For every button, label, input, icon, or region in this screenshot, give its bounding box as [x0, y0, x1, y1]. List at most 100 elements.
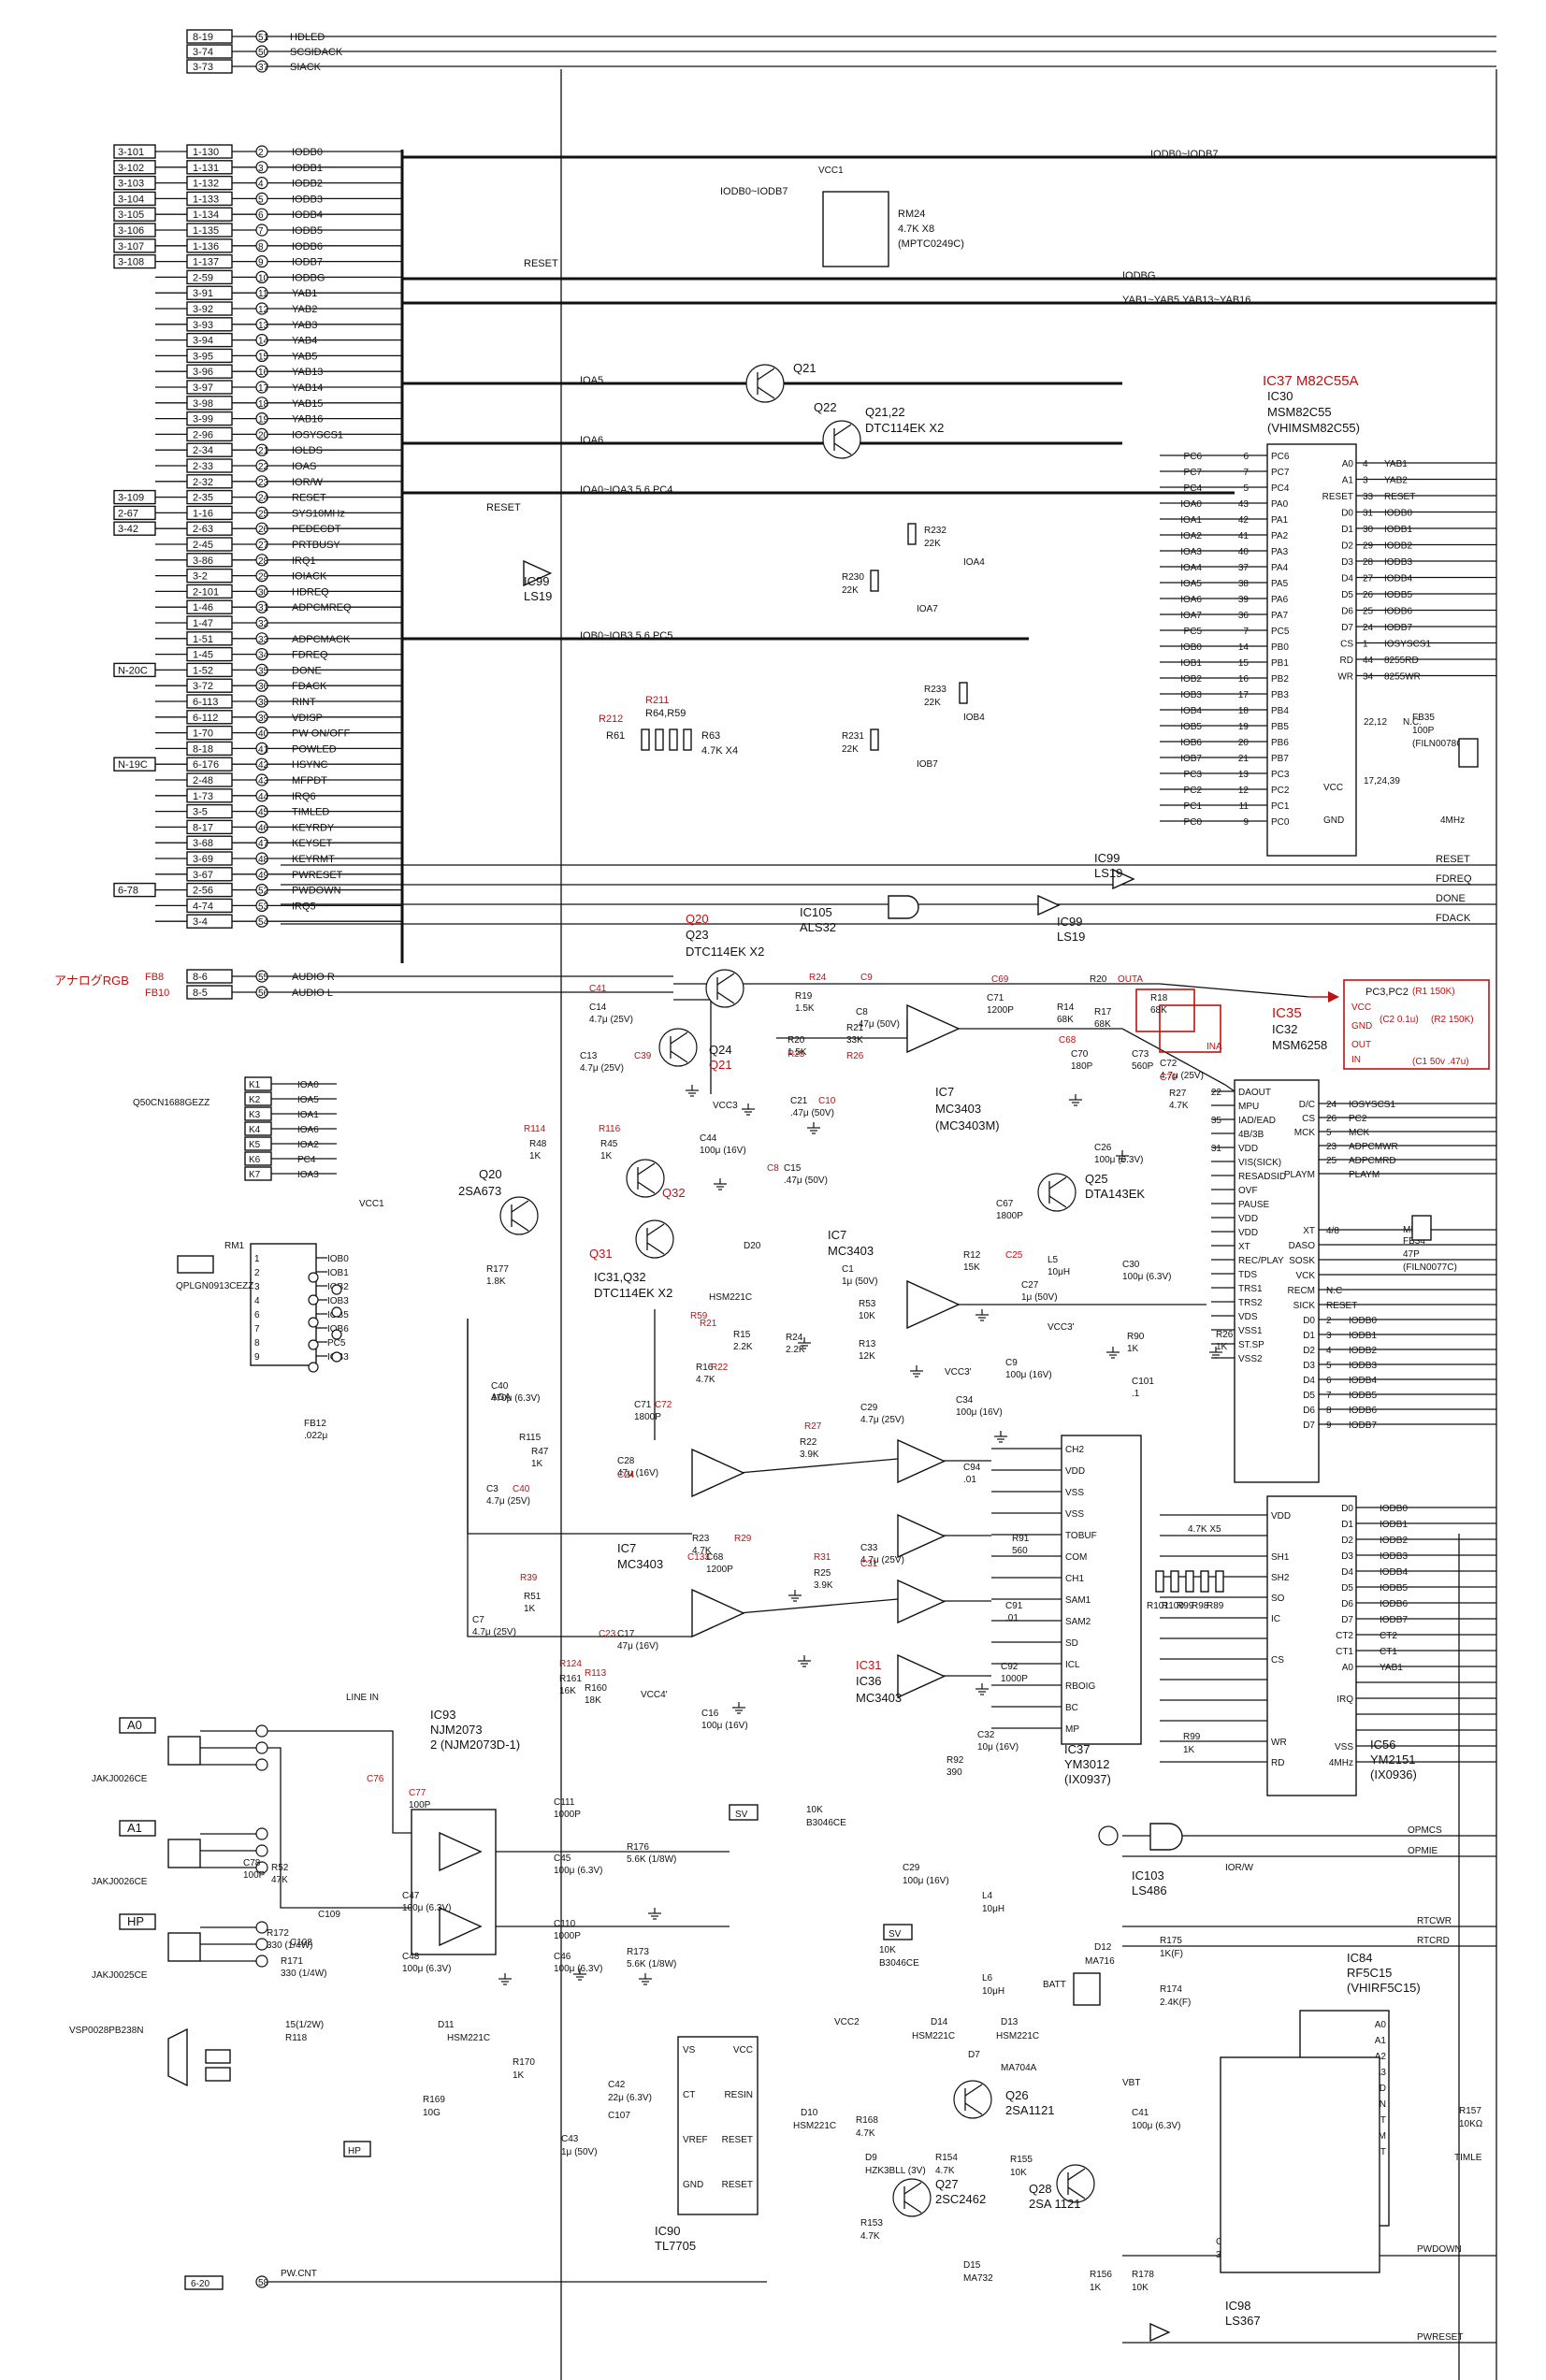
part-number: MSM6258: [1272, 1038, 1327, 1052]
bus-label: IOA5: [580, 375, 603, 386]
part-value: 4.7K: [860, 2231, 880, 2242]
net-label: IODB2: [1380, 1536, 1408, 1546]
part-value: 560P: [1132, 1061, 1154, 1072]
ic37-ym3012: [1061, 1435, 1142, 1745]
pin-name: D5: [1303, 1391, 1315, 1401]
pin-number: N.C: [1326, 1286, 1342, 1296]
signal-name: YAB15: [292, 398, 323, 410]
connector-pin: [255, 915, 268, 928]
part-ref: IC7: [828, 1228, 846, 1242]
pin-number: 2: [1326, 1316, 1332, 1326]
part-ref: C67: [996, 1199, 1014, 1209]
part-number: (MC3403M): [935, 1118, 1000, 1132]
pin-name: PC1: [1271, 801, 1290, 812]
pin-name: D3: [1303, 1361, 1315, 1371]
connector-ref-box: [186, 238, 233, 253]
net-label: PW.CNT: [281, 2269, 317, 2279]
pin-name: VDD: [1238, 1214, 1258, 1224]
connector-ref-box: [186, 584, 233, 599]
part-value: 68K: [1150, 1005, 1167, 1016]
part-value: 5.6K (1/8W): [627, 1959, 676, 1969]
buffer-ic99b: [1037, 894, 1061, 916]
vcc-label: VCC3: [713, 1101, 738, 1111]
connector-ref-b: 2-63: [193, 524, 213, 535]
net-label: RESET: [1384, 492, 1415, 502]
net-label: IOB1: [327, 1268, 349, 1278]
connector-ref-box: [186, 253, 233, 269]
bus-label: IODB0~IODB7: [1150, 149, 1218, 160]
part-ref: C39: [634, 1051, 652, 1061]
part-ref: C25: [1005, 1250, 1023, 1261]
net-label: IOSYSCS1: [1349, 1100, 1395, 1110]
transistor-q22: [822, 420, 861, 459]
pin-name: DAOUT: [1238, 1088, 1271, 1098]
connector-ref-b: 1-73: [193, 791, 213, 802]
connector-pin-number: 53: [258, 902, 269, 912]
pin-number: 40: [1238, 547, 1250, 557]
connector-pin: [255, 459, 268, 472]
speaker-icon: [167, 2027, 188, 2087]
op-amp-ic7a: [906, 1003, 961, 1054]
part-number: MSM82C55: [1267, 405, 1332, 419]
connector-pin: [255, 334, 268, 347]
connector-pin-number: 8: [258, 242, 264, 252]
key-connector-box: [244, 1136, 272, 1151]
part-number: MA732: [963, 2273, 993, 2284]
wire: [670, 1050, 688, 1063]
part-ref: R18: [1150, 993, 1168, 1003]
part-ref: C71: [987, 993, 1004, 1003]
ground-symbol: [573, 1969, 586, 1981]
part-value: 4.7K X5: [1188, 1524, 1221, 1535]
connector-ref-box: [186, 898, 233, 914]
analog-rgb-label: アナログRGB: [54, 974, 129, 988]
ground-symbol: [742, 1103, 755, 1116]
pin-name: TOBUF: [1065, 1531, 1097, 1541]
part-value: 1.8K: [486, 1277, 506, 1287]
part-number: (FILN0077C): [1403, 1262, 1457, 1273]
pin-number: 12: [1238, 786, 1250, 796]
signal-name: IODB3: [292, 194, 323, 205]
net-label: IOA6: [297, 1125, 319, 1135]
part-value: 2.2K: [733, 1342, 753, 1352]
pin-number: 14: [1238, 642, 1250, 653]
part-number: B3046CE: [806, 1818, 846, 1828]
connector-ref-b: 6-112: [193, 713, 218, 724]
connector-ref-a: 3-108: [118, 257, 144, 268]
part-value: 4.7μ (25V): [472, 1627, 516, 1637]
net-label: FDREQ: [1436, 873, 1472, 885]
pin-name: VSS1: [1238, 1326, 1263, 1336]
part-number: B3046CE: [879, 1958, 919, 1969]
connector-ref-b: 2-59: [193, 272, 213, 283]
connector-pin-number: 13: [258, 321, 269, 331]
pin-number: 44: [1363, 656, 1374, 666]
net-label: IOA2: [1180, 531, 1202, 541]
pin-number: 7: [1243, 627, 1249, 637]
part-value: 10KΩ: [1459, 2119, 1483, 2129]
net-label: IOB4: [963, 713, 985, 723]
wire: [757, 368, 775, 381]
pin-number: 23: [1326, 1142, 1337, 1152]
net-label: IODB2: [1349, 1346, 1377, 1356]
jack-label-box: [119, 1717, 156, 1734]
bus-label: IOA6: [580, 435, 603, 446]
resistor: [1155, 1570, 1164, 1593]
connector-pin: [255, 883, 268, 897]
transistor-q20b: [499, 1196, 539, 1235]
joystick-pin: [331, 1351, 342, 1363]
wire: [1048, 1195, 1067, 1208]
part-number: HSM221C: [709, 1292, 752, 1303]
signal-name: IODB2: [292, 179, 323, 190]
wire: [637, 1162, 656, 1176]
connector-ref-b: 6-113: [193, 697, 218, 708]
part-value: 4.7K: [692, 1546, 712, 1556]
connector-ref-box: [186, 269, 233, 285]
pin-name: VCC: [733, 2045, 753, 2055]
connector-ref-box: [186, 301, 233, 316]
pin-number: 17,24,39: [1364, 776, 1400, 786]
part-ref: C34: [956, 1395, 974, 1406]
part-ref: C23: [599, 1629, 616, 1639]
battery-symbol: [1073, 1972, 1101, 2006]
part-ref: IC93: [430, 1708, 455, 1722]
connector-ref-box: [186, 882, 233, 898]
pin-name: MCK: [1294, 1128, 1316, 1138]
